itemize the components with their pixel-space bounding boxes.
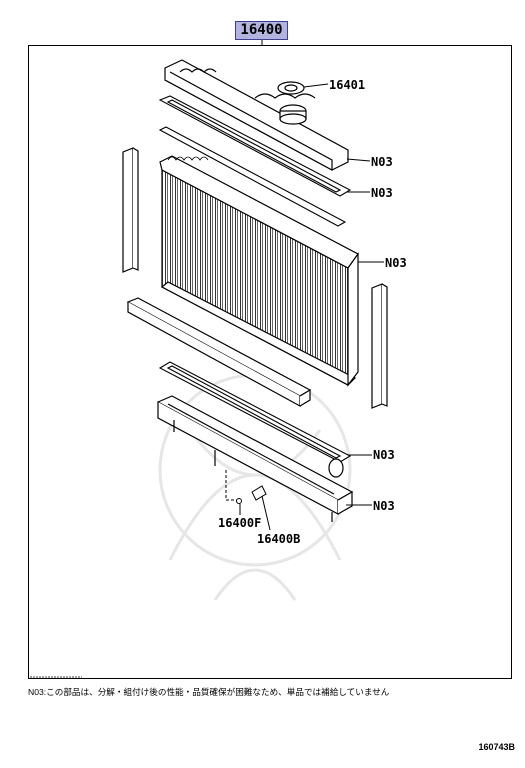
callout-drain-cock[interactable]: 16400B [257,532,301,546]
illustration-code: 160743B [478,742,515,752]
callout-n03-upper-gasket[interactable]: N03 [371,186,393,200]
callout-n03-lower-tank[interactable]: N03 [373,499,395,513]
lower-gasket [158,361,352,463]
upper-tank [164,59,349,172]
callout-drain-plug[interactable]: 16400F [218,516,262,530]
lower-tank [156,395,354,522]
lower-baffle [126,297,312,408]
main-part-number[interactable]: 16400 [235,21,288,40]
radiator-cap [277,81,307,125]
callout-n03-lower-gasket[interactable]: N03 [373,448,395,462]
callout-n03-core[interactable]: N03 [385,256,407,270]
drain-cock [225,470,271,531]
radiator-core [159,155,359,387]
upper-gasket [158,95,352,197]
left-side-seal [122,147,139,273]
callout-n03-upper-tank[interactable]: N03 [371,155,393,169]
footnote: N03:この部品は、分解・組付け後の性能・品質確保が困難なため、単品では補給して… [28,687,390,697]
diagram-frame [28,45,512,679]
right-side-seal [371,283,388,409]
callout-cap[interactable]: 16401 [329,78,366,92]
